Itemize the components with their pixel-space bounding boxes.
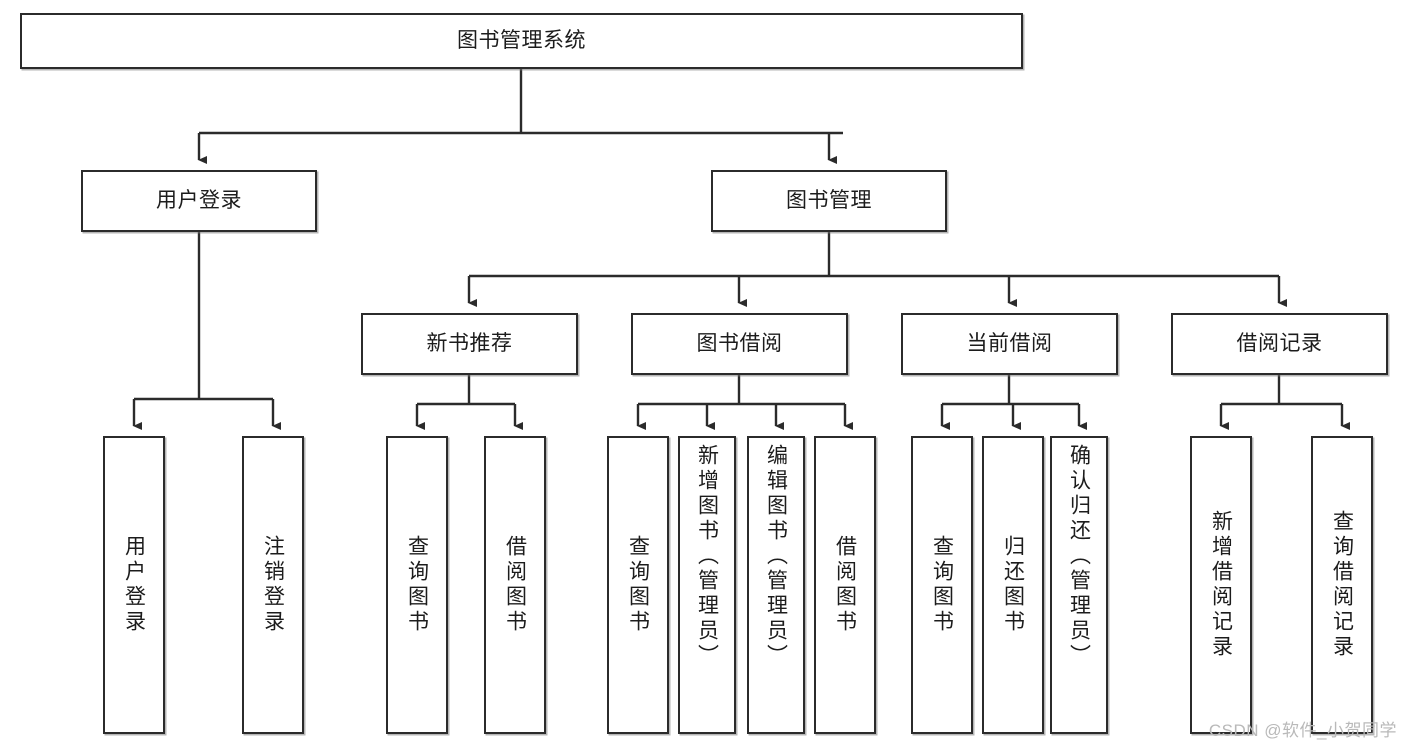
node-label: 借阅图书 — [503, 535, 527, 635]
node-label: 编辑图书（管理员） — [764, 444, 788, 669]
node-label: 查询图书 — [930, 535, 954, 635]
node-user-login[interactable]: 用户登录 — [81, 170, 317, 232]
leaf-query-book-borrow[interactable]: 查询图书 — [607, 436, 669, 734]
leaf-add-borrow-record[interactable]: 新增借阅记录 — [1190, 436, 1252, 734]
leaf-user-login[interactable]: 用户登录 — [103, 436, 165, 734]
leaf-query-book-recommend[interactable]: 查询图书 — [386, 436, 448, 734]
node-label: 图书借阅 — [696, 332, 783, 356]
node-label: 查询借阅记录 — [1330, 510, 1354, 660]
node-label: 用户登录 — [156, 189, 242, 213]
node-label: 注销登录 — [261, 535, 285, 635]
node-label: 借阅图书 — [833, 535, 857, 635]
leaf-add-book-admin[interactable]: 新增图书（管理员） — [678, 436, 736, 734]
node-label: 新书推荐 — [426, 332, 513, 356]
leaf-edit-book-admin[interactable]: 编辑图书（管理员） — [747, 436, 805, 734]
node-label: 当前借阅 — [966, 332, 1053, 356]
node-label: 用户登录 — [122, 535, 146, 635]
node-label: 新增借阅记录 — [1209, 510, 1233, 660]
node-book-management[interactable]: 图书管理 — [711, 170, 947, 232]
leaf-confirm-return-admin[interactable]: 确认归还（管理员） — [1050, 436, 1108, 734]
node-root-system[interactable]: 图书管理系统 — [20, 13, 1023, 69]
node-book-borrow[interactable]: 图书借阅 — [631, 313, 848, 375]
leaf-query-borrow-record[interactable]: 查询借阅记录 — [1311, 436, 1373, 734]
watermark-text: CSDN @软件_小贺同学 — [1208, 721, 1397, 740]
node-borrow-record[interactable]: 借阅记录 — [1171, 313, 1388, 375]
leaf-borrow-book-recommend[interactable]: 借阅图书 — [484, 436, 546, 734]
node-label: 新增图书（管理员） — [695, 444, 719, 669]
node-label: 图书管理 — [786, 189, 872, 213]
leaf-logout[interactable]: 注销登录 — [242, 436, 304, 734]
node-current-borrow[interactable]: 当前借阅 — [901, 313, 1118, 375]
node-label: 查询图书 — [626, 535, 650, 635]
leaf-query-book-current[interactable]: 查询图书 — [911, 436, 973, 734]
node-new-book-recommend[interactable]: 新书推荐 — [361, 313, 578, 375]
leaf-return-book[interactable]: 归还图书 — [982, 436, 1044, 734]
node-label: 借阅记录 — [1236, 332, 1323, 356]
node-label: 图书管理系统 — [457, 29, 586, 53]
leaf-borrow-book[interactable]: 借阅图书 — [814, 436, 876, 734]
node-label: 确认归还（管理员） — [1067, 444, 1091, 669]
node-label: 查询图书 — [405, 535, 429, 635]
node-label: 归还图书 — [1001, 535, 1025, 635]
